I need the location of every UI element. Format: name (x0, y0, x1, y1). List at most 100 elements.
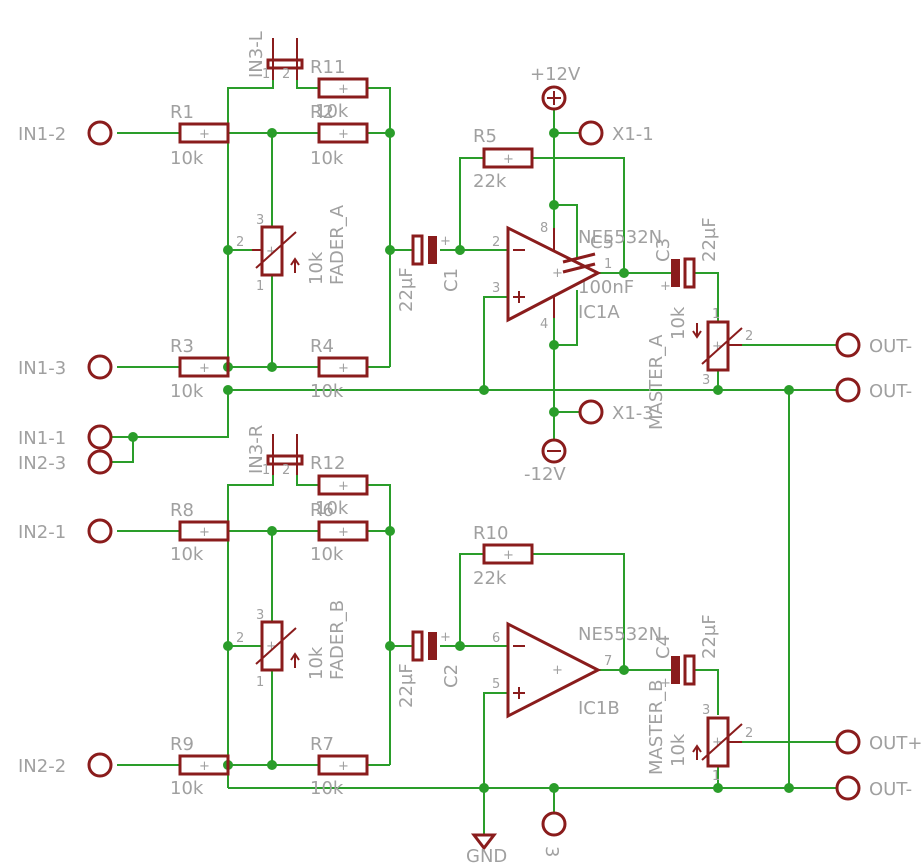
svg-text:+: + (552, 266, 563, 281)
junction-dots (128, 128, 794, 793)
svg-text:NE5532N: NE5532N (578, 227, 662, 248)
svg-text:R6: R6 (310, 500, 334, 521)
gnd-label: GND (466, 846, 507, 864)
resistor-r4: + R4 10k (310, 336, 369, 402)
svg-text:+: + (503, 548, 514, 563)
svg-text:R12: R12 (310, 453, 345, 474)
svg-text:2: 2 (492, 235, 500, 250)
out-a1-label: OUT- (869, 336, 912, 357)
master-a-label: MASTER_A (646, 334, 667, 430)
svg-text:22µF: 22µF (699, 217, 720, 262)
svg-text:2: 2 (745, 726, 753, 741)
svg-text:10k: 10k (310, 778, 344, 799)
svg-text:+: + (199, 361, 210, 376)
ground-symbol: GND (466, 833, 507, 864)
capacitor-c4: + C4 22µF (653, 614, 720, 691)
svg-text:10k: 10k (170, 544, 204, 565)
supply-negative: -12V (524, 438, 567, 485)
svg-text:10k: 10k (310, 544, 344, 565)
svg-text:R5: R5 (473, 126, 497, 147)
svg-text:R8: R8 (170, 500, 194, 521)
connector-out-a2: OUT- (835, 377, 912, 403)
jumper-in3-l: IN3-L 1 2 (246, 31, 304, 82)
jumper-in3-r-label: IN3-R (246, 425, 267, 474)
resistor-r2: + R2 10k (310, 102, 369, 169)
svg-text:3: 3 (256, 213, 264, 228)
svg-text:R4: R4 (310, 336, 334, 357)
svg-text:10k: 10k (306, 646, 327, 680)
svg-text:22µF: 22µF (396, 663, 417, 708)
svg-text:R7: R7 (310, 734, 334, 755)
x1-1-connector: X1-1 (578, 120, 654, 146)
svg-text:+: + (552, 663, 563, 678)
svg-text:C3: C3 (653, 238, 674, 262)
svg-text:R11: R11 (310, 57, 345, 78)
svg-text:3: 3 (702, 373, 710, 388)
svg-text:X1-1: X1-1 (612, 124, 654, 145)
jumper-in3-l-label: IN3-L (246, 31, 267, 78)
svg-text:5: 5 (492, 677, 500, 692)
svg-text:+: + (199, 759, 210, 774)
svg-text:3: 3 (492, 281, 500, 296)
svg-text:+: + (338, 479, 349, 494)
resistor-r5: + R5 22k (473, 126, 534, 192)
fader-a-pot: + 3 2 1 FADER_A 10k (236, 204, 348, 294)
svg-text:NE5532N: NE5532N (578, 624, 662, 645)
svg-text:+: + (712, 339, 723, 354)
svg-text:3: 3 (256, 608, 264, 623)
svg-text:IC1B: IC1B (578, 698, 620, 719)
input-connectors: IN1-2 IN1-3 IN1-1 IN2-3 IN2-1 IN2-2 (18, 120, 113, 778)
x1-3-connector: X1-3 (578, 399, 654, 425)
in1-2-label: IN1-2 (18, 124, 66, 145)
svg-text:10k: 10k (315, 498, 349, 519)
resistor-r8: + R8 10k (170, 500, 230, 565)
out-b1-label: OUT+ (869, 733, 922, 754)
connector-in2-1: IN2-1 (18, 518, 113, 544)
svg-text:+: + (338, 361, 349, 376)
svg-text:X1-3: X1-3 (612, 403, 654, 424)
svg-text:+: + (712, 735, 723, 750)
in1-3-label: IN1-3 (18, 358, 66, 379)
svg-text:+: + (199, 525, 210, 540)
svg-text:+: + (660, 676, 671, 691)
jumper-r-pin2: 2 (282, 463, 290, 478)
opamp-ic1a: + 2 3 8 4 1 NE5532N IC1A (492, 221, 662, 332)
svg-text:22k: 22k (473, 171, 507, 192)
output-connectors: OUT- OUT- OUT+ OUT- (835, 332, 922, 801)
svg-text:+: + (338, 525, 349, 540)
out-a2-label: OUT- (869, 381, 912, 402)
resistor-r12: + R12 10k (310, 453, 369, 519)
svg-text:1: 1 (604, 257, 612, 272)
connector-in1-3: IN1-3 (18, 354, 113, 380)
svg-text:R9: R9 (170, 734, 194, 755)
svg-text:+: + (338, 82, 349, 97)
resistor-r11: + R11 10k (310, 57, 369, 122)
svg-text:8: 8 (540, 221, 548, 236)
resistor-r9: + R9 10k (170, 734, 230, 799)
svg-text:+: + (338, 127, 349, 142)
svg-text:10k: 10k (310, 148, 344, 169)
svg-text:100nF: 100nF (578, 277, 634, 298)
svg-text:10k: 10k (170, 381, 204, 402)
fader-b-pot: + 3 2 1 FADER_B 10k (236, 600, 348, 690)
svg-text:+: + (199, 127, 210, 142)
supply-positive: +12V (530, 64, 581, 111)
svg-text:R2: R2 (310, 102, 334, 123)
svg-text:22k: 22k (473, 568, 507, 589)
svg-text:C4: C4 (653, 635, 674, 659)
master-b-pot: + 3 2 1 MASTER_B 10k (646, 680, 753, 785)
resistor-r3: + R3 10k (170, 336, 230, 402)
svg-text:+: + (338, 759, 349, 774)
svg-text:10k: 10k (170, 148, 204, 169)
svg-text:10k: 10k (668, 306, 689, 340)
svg-text:1: 1 (712, 769, 720, 784)
resistor-r6: + R6 10k (310, 500, 369, 565)
svg-text:C2: C2 (441, 664, 462, 688)
svg-text:10k: 10k (668, 733, 689, 767)
connector-in2-3: IN2-3 (18, 449, 113, 475)
svg-text:C1: C1 (441, 268, 462, 292)
svg-text:IC1A: IC1A (578, 302, 620, 323)
svg-text:3: 3 (702, 703, 710, 718)
svg-text:R1: R1 (170, 102, 194, 123)
